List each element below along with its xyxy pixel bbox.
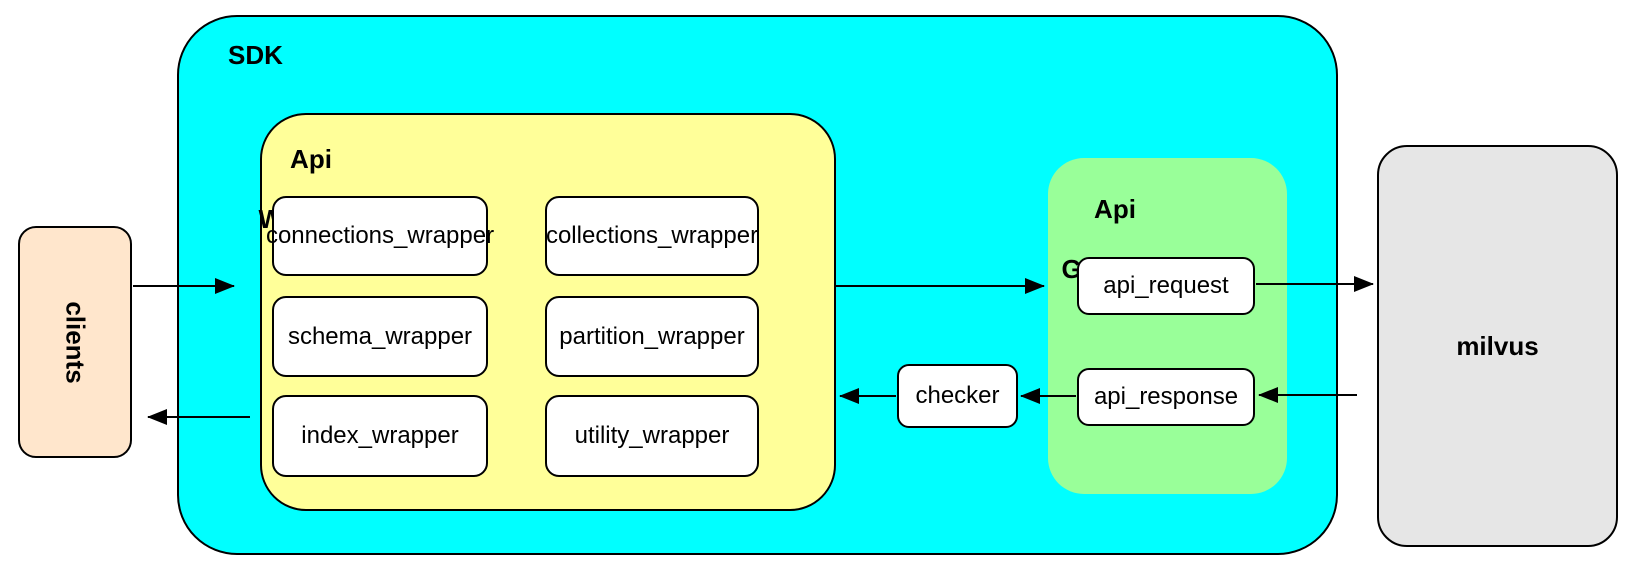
node-schema-wrapper-label: schema_wrapper bbox=[287, 322, 473, 350]
clients-label: clients bbox=[60, 300, 91, 384]
node-index-wrapper-label: index_wrapper bbox=[301, 422, 459, 449]
node-utility-wrapper: utility_wrapper bbox=[545, 395, 759, 477]
node-connections-wrapper-label: connections_wrapper bbox=[265, 222, 495, 249]
node-partition-wrapper-label: partition_wrapper bbox=[559, 322, 745, 350]
milvus-node: milvus bbox=[1377, 145, 1618, 547]
node-api-response-label: api_response bbox=[1093, 383, 1239, 410]
node-api-response: api_response bbox=[1077, 368, 1255, 426]
node-checker: checker bbox=[897, 364, 1018, 428]
node-partition-wrapper: partition_wrapper bbox=[545, 296, 759, 377]
node-schema-wrapper: schema_wrapper bbox=[272, 296, 488, 377]
node-checker-label: checker bbox=[915, 382, 1000, 409]
node-utility-wrapper-label: utility_wrapper bbox=[574, 422, 730, 449]
node-collections-wrapper: collections_wrapper bbox=[545, 196, 759, 276]
node-collections-wrapper-label: collections_wrapper bbox=[545, 222, 759, 249]
node-connections-wrapper: connections_wrapper bbox=[266, 196, 494, 276]
sdk-label: SDK bbox=[228, 40, 283, 70]
milvus-label: milvus bbox=[1456, 330, 1539, 361]
api-gateway-container bbox=[1048, 158, 1287, 494]
node-api-request: api_request bbox=[1077, 257, 1255, 315]
clients-node: clients bbox=[18, 226, 132, 458]
node-index-wrapper: index_wrapper bbox=[272, 395, 488, 477]
node-api-request-label: api_request bbox=[1103, 272, 1229, 299]
